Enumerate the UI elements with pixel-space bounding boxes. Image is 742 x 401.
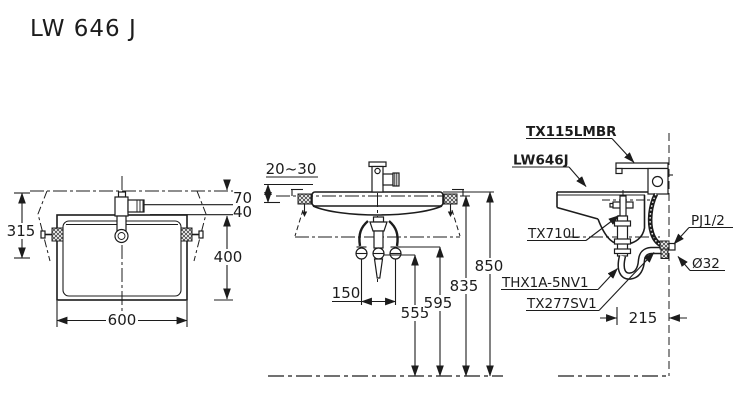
front-basin-bowl	[312, 205, 443, 216]
plan-phantom-right	[193, 190, 207, 262]
label-popup-model: TX710L	[527, 226, 579, 242]
front-supply-right	[388, 220, 402, 260]
plan-view: 70 40 400 315 600	[7, 176, 252, 329]
front-dimensions: 20~30 150 555 595 835 8	[264, 160, 504, 377]
plan-hanger-right	[180, 227, 204, 242]
dim-835-label: 835	[450, 277, 479, 295]
front-faucet-outlet	[382, 173, 394, 186]
side-labels: TX115LMBR LW646J TX710L PJ1/2 Ø32 THX1A-…	[501, 124, 733, 312]
dim-70-label: 70	[233, 189, 252, 207]
dim-400-label: 400	[214, 248, 243, 266]
side-faucet-spout	[615, 162, 669, 170]
plan-hanger-left	[40, 227, 64, 242]
drawing-title: LW 646 J	[30, 16, 137, 42]
front-faucet-aerator	[392, 172, 400, 187]
dim-555-label: 555	[401, 304, 430, 322]
front-hanger-right	[443, 188, 464, 217]
plan-faucet	[114, 191, 145, 244]
plan-spout-outlet	[114, 228, 129, 244]
front-supply-left	[355, 220, 369, 260]
side-wall-supply	[659, 240, 676, 251]
dim-215-label: 215	[629, 309, 658, 327]
dim-150-label: 150	[332, 284, 361, 302]
front-view: 20~30 150 555 595 835 8	[264, 160, 504, 377]
side-spout-tip	[615, 167, 623, 175]
plan-faucet-stub	[117, 191, 127, 198]
side-popup-fitting	[609, 195, 634, 217]
side-supply-hose	[647, 192, 666, 249]
front-phantom-left	[294, 209, 304, 237]
label-basin-model: LW646J	[513, 153, 569, 169]
dim-595-label: 595	[424, 294, 453, 312]
side-dimension-215: 215	[600, 307, 687, 327]
plan-faucet-body	[114, 196, 129, 217]
label-wall-outlet-model: TX277SV1	[526, 296, 597, 312]
plan-phantom-left	[37, 190, 51, 262]
side-faucet-handle	[651, 175, 664, 188]
front-hanger-left	[291, 188, 312, 217]
dim-850-label: 850	[475, 257, 504, 275]
front-drain-assembly	[369, 216, 388, 279]
dim-40-label: 40	[233, 203, 252, 221]
side-faucet	[615, 162, 673, 195]
label-drain-diameter: Ø32	[692, 256, 720, 272]
side-view: TX115LMBR LW646J TX710L PJ1/2 Ø32 THX1A-…	[501, 124, 733, 376]
plan-faucet-handle	[127, 199, 145, 213]
front-faucet-cap	[368, 161, 387, 168]
dim-315-label: 315	[7, 222, 36, 240]
front-faucet	[368, 161, 400, 193]
dim-600-label: 600	[108, 311, 137, 329]
label-supply-joint: PJ1/2	[691, 213, 725, 229]
plan-dimensions: 70 40 400 315 600	[7, 179, 252, 329]
label-trap-model: THX1A-5NV1	[501, 275, 589, 291]
dim-gap-label: 20~30	[266, 160, 317, 178]
front-phantom-right	[451, 209, 461, 237]
label-faucet-model: TX115LMBR	[526, 124, 617, 140]
